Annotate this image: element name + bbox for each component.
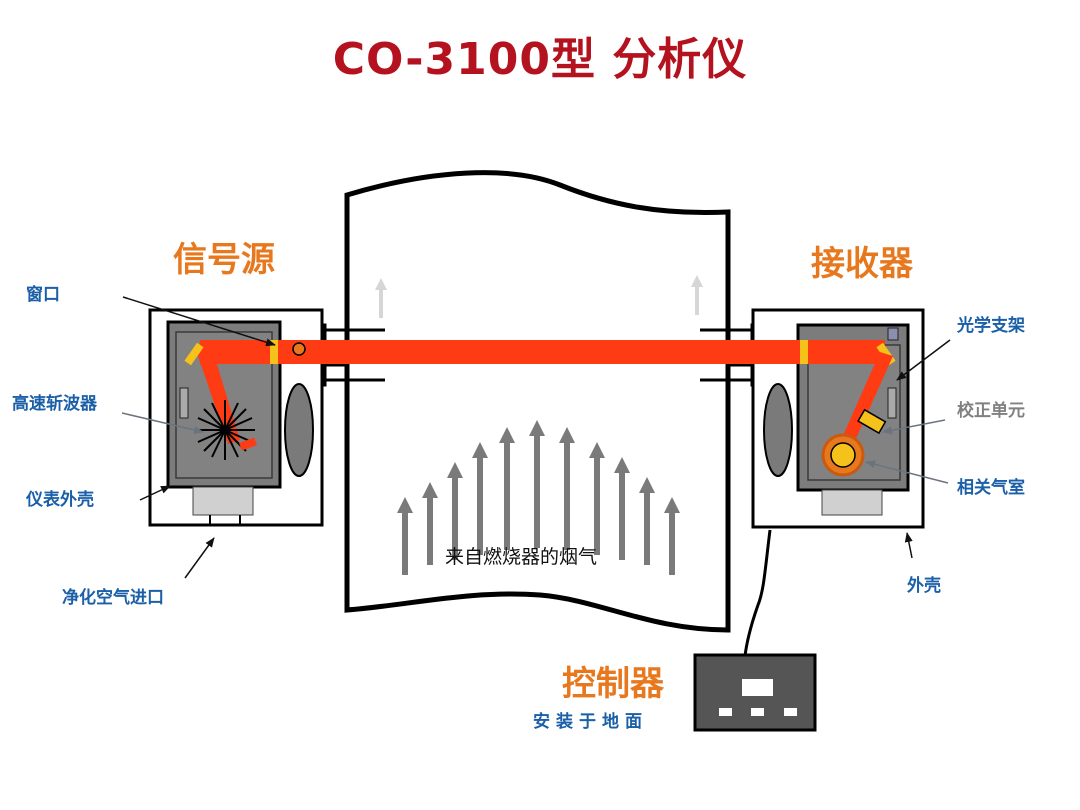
floor-mounted-label: 安装于地面 xyxy=(533,712,648,732)
source-base xyxy=(192,486,254,516)
faint-arrows xyxy=(375,275,703,318)
source-heading: 信号源 xyxy=(173,240,275,280)
source-slot xyxy=(179,387,189,419)
flue-stack xyxy=(344,170,731,633)
receiver-lens xyxy=(763,383,793,477)
controller-key-1 xyxy=(719,708,732,716)
housing-label: 外壳 xyxy=(907,576,941,596)
chopper-label: 高速斩波器 xyxy=(12,394,97,414)
chopper-spot xyxy=(239,437,257,451)
window-label: 窗口 xyxy=(26,285,60,305)
receiver-slot xyxy=(887,387,897,419)
controller-screen xyxy=(742,679,773,696)
correlation-cell-label: 相关气室 xyxy=(957,478,1025,498)
instrument-housing-label: 仪表外壳 xyxy=(26,490,94,510)
receiver-base xyxy=(821,489,883,516)
controller-heading: 控制器 xyxy=(562,664,664,704)
optical-bracket-label: 光学支架 xyxy=(957,316,1025,336)
flue-gas-arrows xyxy=(397,420,680,575)
controller-key-2 xyxy=(751,708,764,716)
calibration-unit-label: 校正单元 xyxy=(957,401,1025,421)
source-lens xyxy=(284,383,314,477)
controller-cable xyxy=(743,529,772,657)
controller-key-3 xyxy=(784,708,797,716)
flue-gas-label: 来自燃烧器的烟气 xyxy=(445,546,598,568)
receiver-window xyxy=(800,340,808,364)
callout-lines xyxy=(121,296,951,579)
source-window xyxy=(270,340,278,364)
page-title: CO-3100型 分析仪 xyxy=(332,34,748,85)
receiver-cap xyxy=(887,327,899,341)
source-mirror xyxy=(184,342,204,366)
purge-air-inlet-label: 净化空气进口 xyxy=(62,588,164,608)
chopper-star xyxy=(195,400,255,460)
purge-port xyxy=(292,342,306,356)
infrared-beam xyxy=(200,340,885,364)
receiver-heading: 接收器 xyxy=(811,244,913,284)
receiver-internal-beam xyxy=(838,352,893,452)
